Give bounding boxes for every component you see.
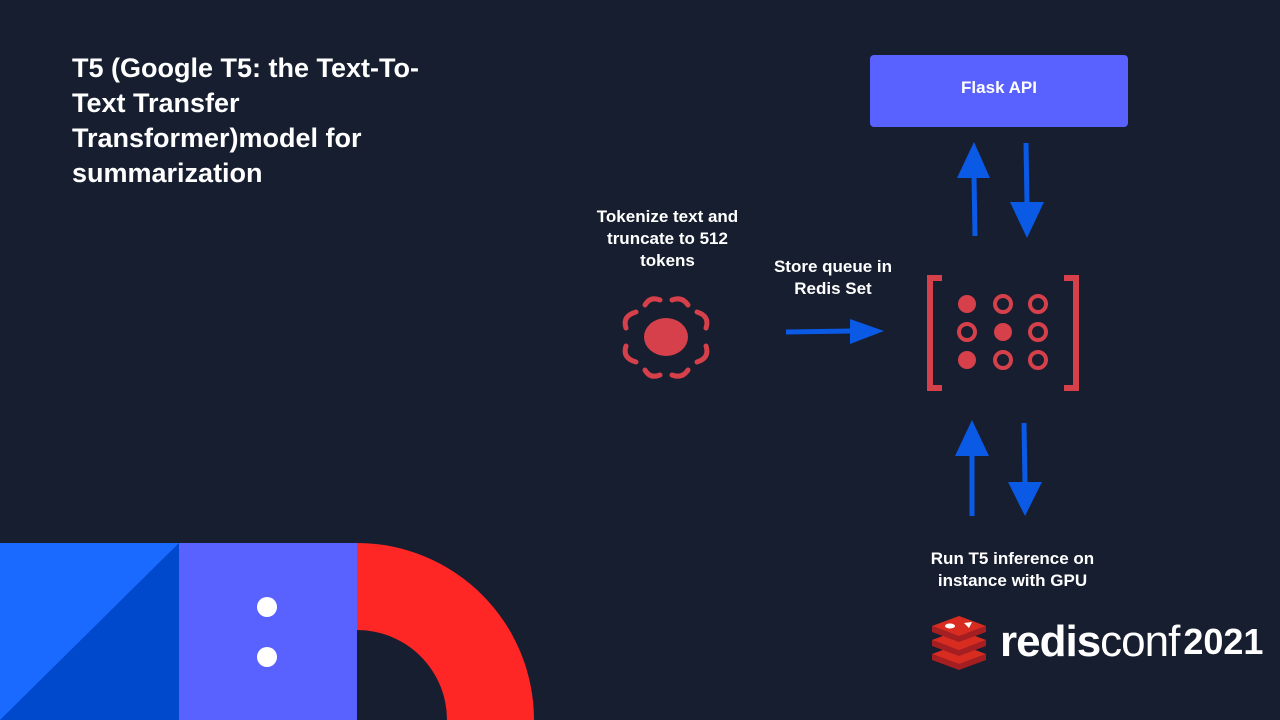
redis-set-icon	[927, 275, 1079, 391]
logo-conf-text: conf	[1100, 617, 1180, 666]
set-dot	[993, 294, 1013, 314]
set-dot	[958, 351, 976, 369]
arrow-down-icon	[1008, 422, 1042, 516]
set-dot	[957, 322, 977, 342]
set-dot	[1028, 294, 1048, 314]
corner-red-arc	[357, 543, 534, 720]
store-queue-label: Store queue in Redis Set	[773, 257, 893, 298]
set-dot	[994, 323, 1012, 341]
arrow-up-icon	[957, 142, 990, 237]
arrow-down-icon	[1010, 142, 1044, 238]
corner-purple-square	[179, 543, 357, 720]
run-inference-label: Run T5 inference on instance with GPU	[930, 549, 1095, 590]
arrow-right-icon	[785, 319, 884, 344]
corner-decoration	[0, 543, 534, 720]
logo-year-text: 2021	[1183, 621, 1264, 662]
redis-stack-icon	[932, 616, 986, 670]
arrow-up-icon	[955, 420, 989, 516]
corner-dark-triangle	[0, 543, 179, 720]
corner-dot-top	[257, 597, 277, 617]
flask-api-node: Flask API	[870, 55, 1128, 127]
logo-redis-text: redis	[1000, 617, 1101, 666]
tokenize-label: Tokenize text and truncate to 512 tokens	[596, 207, 739, 270]
flask-api-label: Flask API	[961, 78, 1037, 97]
corner-dot-bottom	[257, 647, 277, 667]
set-dot	[1028, 350, 1048, 370]
slide-title: T5 (Google T5: the Text-To-Text Transfer…	[72, 53, 419, 188]
set-dot	[993, 350, 1013, 370]
set-dot	[1028, 322, 1048, 342]
gear-icon	[622, 296, 710, 379]
set-dot	[958, 295, 976, 313]
